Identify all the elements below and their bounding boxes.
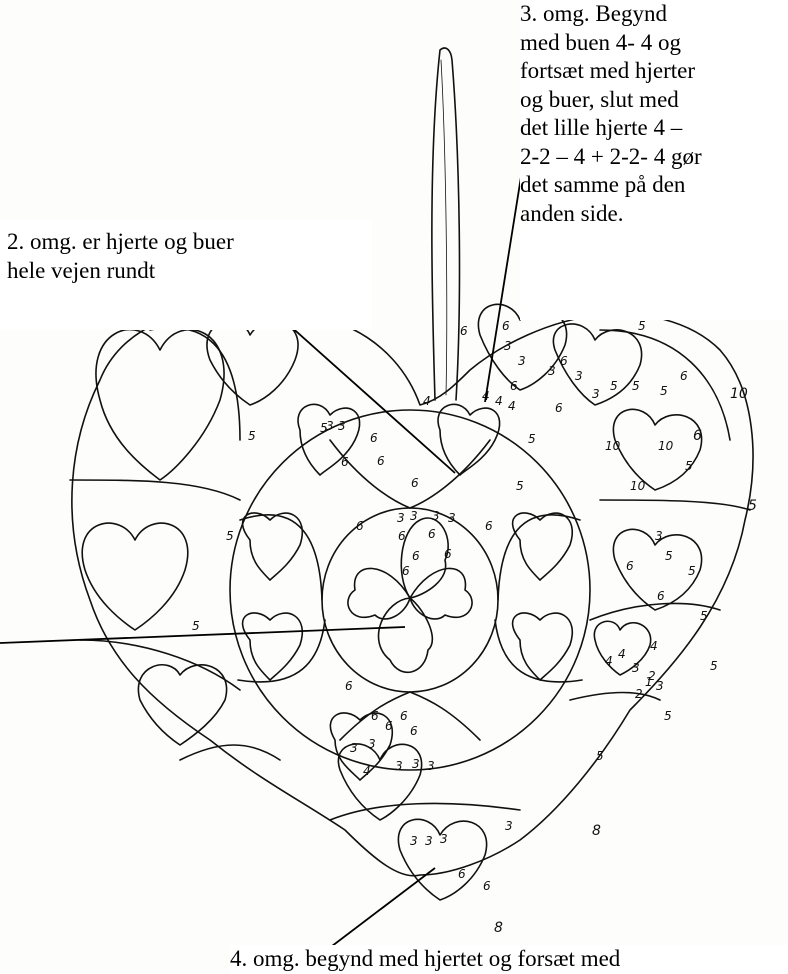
leader-line-round1: [0, 627, 405, 643]
stitch-count: 5: [528, 432, 536, 446]
stitch-count: 3: [505, 819, 513, 833]
stitch-count: 3: [655, 529, 663, 543]
stitch-count: 6: [483, 879, 491, 893]
stitch-count: 5: [632, 379, 640, 393]
stitch-count: 8: [592, 823, 601, 839]
stitch-count: 6: [412, 549, 420, 563]
stitch-count: 4: [363, 764, 371, 778]
stitch-count: 6: [402, 564, 410, 578]
stitch-count: 3: [338, 419, 346, 433]
stitch-count: 6: [341, 455, 349, 469]
stitch-count: 4: [605, 654, 613, 668]
stitch-count: 10: [730, 386, 748, 402]
stitch-count: 3: [412, 757, 420, 771]
stitch-count: 6: [398, 529, 406, 543]
stitch-count: 3: [440, 832, 448, 846]
stitch-count: 6: [460, 324, 468, 338]
stitch-count: 6: [411, 476, 419, 490]
stitch-count: 5: [248, 429, 256, 443]
inner-round: [230, 410, 590, 770]
stitch-count: 3: [504, 339, 512, 353]
stitch-count: 6: [560, 354, 568, 368]
stitch-count: 4: [495, 394, 503, 408]
stitch-count: 6: [657, 589, 665, 603]
stitch-count: 5: [685, 459, 693, 473]
stitch-count: 6: [400, 709, 408, 723]
stitch-count: 3: [575, 369, 583, 383]
stitch-count: 5: [660, 384, 668, 398]
stitch-count: 3: [350, 741, 358, 755]
stitch-count: 10: [630, 479, 646, 493]
stitch-count: 3: [448, 511, 456, 525]
stitch-count: 6: [356, 519, 364, 533]
stitch-count: 6: [370, 431, 378, 445]
stitch-count: 5: [320, 421, 328, 435]
stitch-count: 4: [618, 647, 626, 661]
stitch-count: 5: [710, 659, 718, 673]
stitch-count: 2: [635, 687, 643, 701]
round-2-instructions: 2. omg. er hjerte og buer hele vejen run…: [0, 220, 372, 330]
stitch-count: 1: [645, 675, 653, 689]
stitch-count: 5: [226, 529, 234, 543]
round-4-instructions: 4. omg. begynd med hjertet og forsæt med: [230, 945, 788, 974]
stitch-count: 3: [397, 511, 405, 525]
stitch-count: 6: [626, 559, 634, 573]
stitch-count: 6: [371, 709, 379, 723]
stitch-count: 6: [555, 401, 563, 415]
stitch-count: 5: [610, 379, 618, 393]
stitch-count: 3: [656, 679, 664, 693]
stitch-count: 6: [458, 867, 466, 881]
stitch-count: 6: [693, 428, 702, 444]
stitch-count: 5: [192, 619, 200, 633]
stitch-count: 6: [680, 369, 688, 383]
stitch-count: 5: [700, 609, 708, 623]
stitch-count: 3: [632, 661, 640, 675]
stitch-count: 6: [510, 379, 518, 393]
stitch-count: 5: [596, 749, 604, 763]
stitch-count: 6: [385, 719, 393, 733]
stitch-count: 10: [605, 439, 621, 453]
stitch-count: 3: [548, 364, 556, 378]
stitch-count: 3: [592, 387, 600, 401]
stitch-count: 4: [423, 394, 431, 408]
stitch-count: 6: [345, 679, 353, 693]
stitch-count: 5: [748, 498, 757, 514]
stitch-count: 3: [518, 354, 526, 368]
stitch-count: 4: [508, 399, 516, 413]
stitch-count: 3: [427, 759, 435, 773]
stitch-count: 6: [444, 547, 452, 561]
stitch-count: 5: [664, 709, 672, 723]
stitch-count: 5: [516, 479, 524, 493]
stitch-count: 5: [638, 319, 646, 333]
stitch-count: 6: [502, 319, 510, 333]
round-3-instructions: 3. omg. Begynd med buen 4- 4 og fortsæt …: [520, 0, 788, 320]
stitch-count: 5: [665, 549, 673, 563]
stitch-count: 3: [410, 834, 418, 848]
stitch-count: 3: [410, 509, 418, 523]
stitch-count: 3: [432, 509, 440, 523]
stitch-count: 4: [650, 639, 658, 653]
hanging-loop: [432, 48, 460, 400]
stitch-count: 6: [485, 519, 493, 533]
stitch-count: 6: [410, 724, 418, 738]
stitch-count: 3: [368, 737, 376, 751]
stitch-count: 3: [425, 834, 433, 848]
stitch-count: 8: [494, 920, 503, 936]
stitch-count: 6: [377, 454, 385, 468]
stitch-count: 3: [395, 759, 403, 773]
stitch-count: 5: [688, 564, 696, 578]
stitch-count: 6: [428, 527, 436, 541]
stitch-count: 10: [658, 439, 674, 453]
